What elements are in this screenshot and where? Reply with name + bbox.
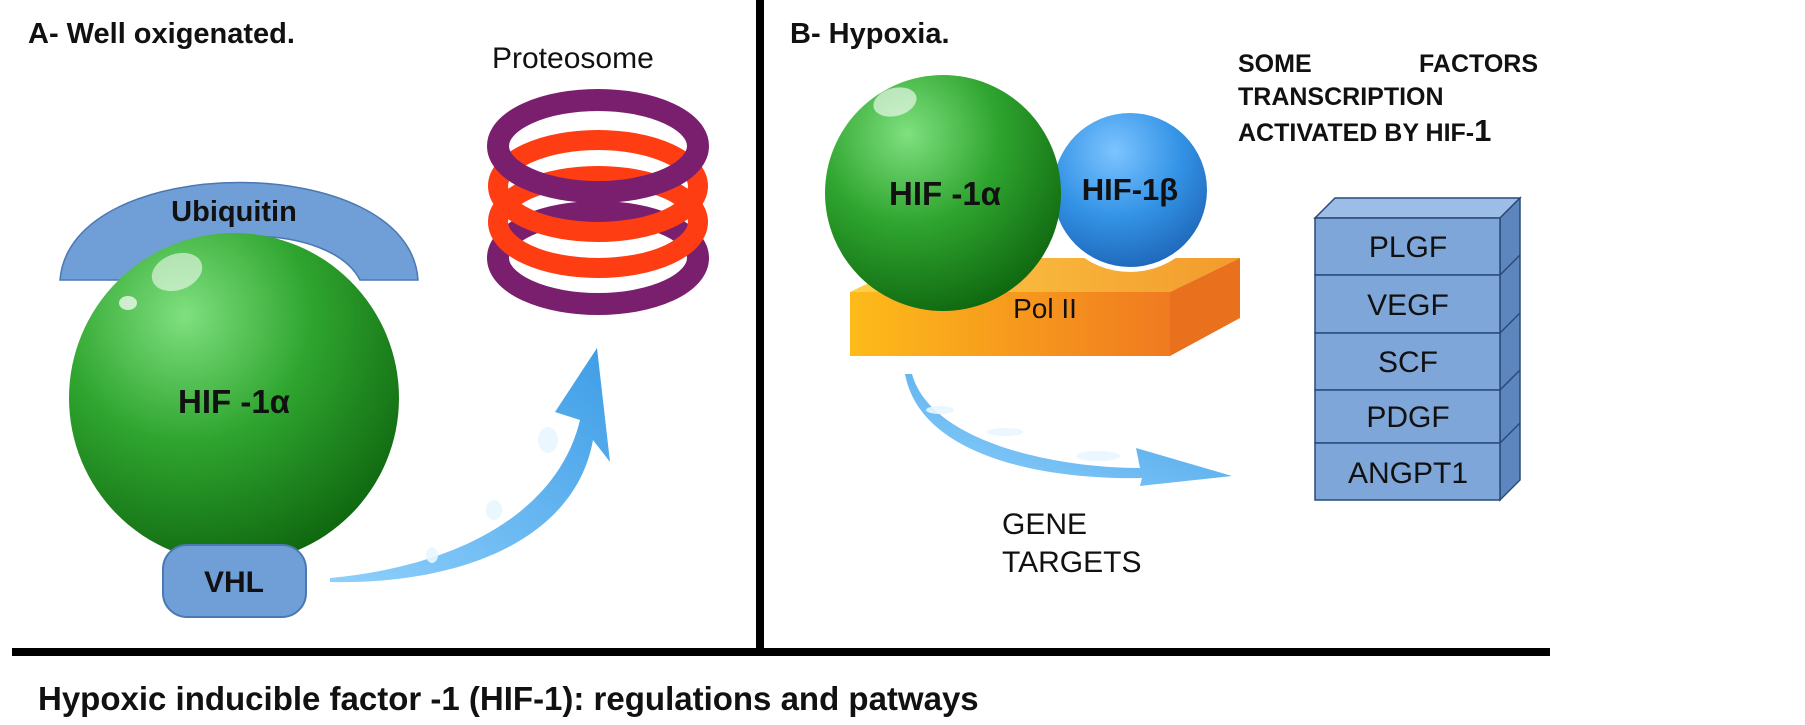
factors-heading-line-2: TRANSCRIPTION xyxy=(1238,83,1444,111)
hif1a-label-a: HIF -1α xyxy=(178,383,290,420)
factor-label: VEGF xyxy=(1367,289,1449,322)
factor-label: SCF xyxy=(1378,346,1438,379)
vhl-box xyxy=(162,544,307,618)
factors-heading-line-1: SOME FACTORS xyxy=(1238,48,1538,81)
hif1b-label: HIF-1β xyxy=(1082,172,1178,207)
factor-label: PDGF xyxy=(1366,401,1449,434)
gene-targets-label: GENE TARGETS xyxy=(1002,506,1141,582)
factor-label: ANGPT1 xyxy=(1348,457,1468,490)
pol2-side xyxy=(1170,258,1240,356)
proteosome-coil xyxy=(487,89,709,315)
factors-heading-line-3: ACTIVATED BY HIF-1 xyxy=(1238,114,1538,150)
gene-targets-line: GENE xyxy=(1002,508,1088,541)
panel-a-title: A- Well oxigenated. xyxy=(28,18,295,50)
ubiquitin-label: Ubiquitin xyxy=(171,196,297,228)
figure-caption: Hypoxic inducible factor -1 (HIF-1): reg… xyxy=(38,680,979,717)
factors-heading-word: FACTORS xyxy=(1419,50,1538,78)
proteosome-label: Proteosome xyxy=(492,42,654,75)
hif1a-sphere-b xyxy=(825,75,1061,311)
arrow-b-bubble-3 xyxy=(1076,451,1120,461)
arrow-a-bubble-3 xyxy=(426,547,438,563)
arrow-b-bubble-2 xyxy=(987,428,1023,436)
gene-targets-line: TARGETS xyxy=(1002,546,1142,579)
arrow-a-bubble-2 xyxy=(486,500,502,520)
caption-divider xyxy=(12,648,1550,656)
sphere-a-highlight-small xyxy=(119,296,137,310)
vhl-label: VHL xyxy=(204,566,264,599)
panel-b-title: B- Hypoxia. xyxy=(790,18,950,50)
sphere-a-highlight xyxy=(151,252,203,292)
factor-label: PLGF xyxy=(1369,231,1447,264)
factors-stack xyxy=(1313,196,1522,502)
factors-heading-word: SOME xyxy=(1238,50,1312,78)
panel-divider xyxy=(756,0,764,650)
arrow-b-bubble-1 xyxy=(926,406,954,414)
factors-heading: SOME FACTORS TRANSCRIPTION ACTIVATED BY … xyxy=(1238,48,1538,150)
hif1b-sphere xyxy=(1053,113,1207,267)
factors-heading-suffix: 1 xyxy=(1474,113,1492,148)
sphere-b-highlight xyxy=(873,87,917,117)
pol2-label: Pol II xyxy=(1013,293,1077,324)
hif1a-sphere-a xyxy=(69,233,399,563)
hif1a-label-b: HIF -1α xyxy=(889,175,1001,212)
factors-heading-text: ACTIVATED BY HIF- xyxy=(1238,119,1475,147)
arrow-a-bubble-1 xyxy=(538,427,558,453)
degradation-arrow xyxy=(330,348,610,583)
gene-target-arrow xyxy=(905,374,1232,486)
